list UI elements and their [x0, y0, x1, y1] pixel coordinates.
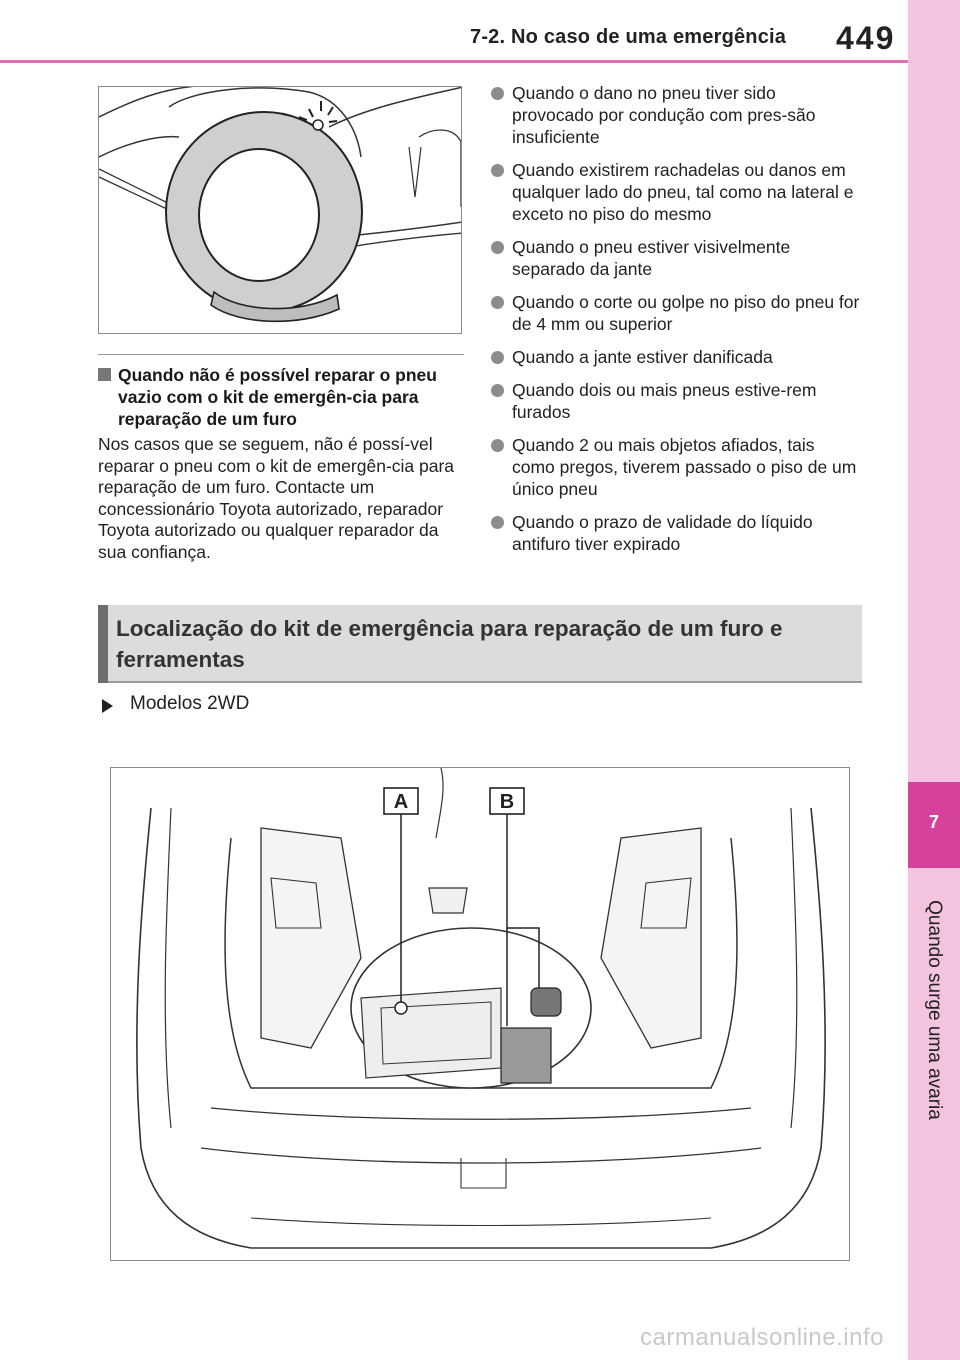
bullet-dot-icon	[491, 384, 504, 397]
list-item: Quando o corte ou golpe no piso do pneu …	[490, 291, 860, 335]
square-bullet-icon	[98, 368, 111, 381]
triangle-bullet-icon	[102, 699, 113, 713]
model-label-text: Modelos 2WD	[130, 693, 250, 714]
subheading: Quando não é possível reparar o pneu vaz…	[98, 364, 468, 430]
section-accent-bar	[98, 605, 108, 683]
model-label: Modelos 2WD	[102, 693, 249, 715]
bullet-dot-icon	[491, 351, 504, 364]
bullet-dot-icon	[491, 296, 504, 309]
callout-a-label: A	[394, 791, 408, 813]
trunk-drawing: A B	[136, 768, 826, 1249]
chapter-title: Quando surge uma avaria	[924, 900, 945, 1120]
conditions-list: Quando o dano no pneu tiver sido provoca…	[490, 82, 860, 566]
list-item: Quando o dano no pneu tiver sido provoca…	[490, 82, 860, 148]
divider	[98, 354, 464, 355]
header-rule	[0, 60, 908, 63]
tire-drawing	[99, 87, 461, 323]
chapter-number: 7	[928, 812, 939, 832]
list-item: Quando 2 ou mais objetos afiados, tais c…	[490, 434, 860, 500]
bullet-dot-icon	[491, 516, 504, 529]
list-item: Quando o prazo de validade do líquido an…	[490, 511, 860, 555]
section-title: 7-2. No caso de uma emergência	[470, 26, 787, 48]
watermark: carmanualsonline.info	[640, 1324, 884, 1351]
chapter-tab[interactable]: 7	[908, 782, 960, 868]
tire-illustration	[98, 86, 462, 334]
list-item: Quando a jante estiver danificada	[490, 346, 860, 368]
page-number: 449	[836, 20, 896, 56]
callout-b-box	[489, 787, 525, 815]
section-heading: Localização do kit de emergência para re…	[98, 605, 862, 683]
side-tab-strip	[908, 0, 960, 1360]
list-item: Quando o pneu estiver visivelmente separ…	[490, 236, 860, 280]
trunk-illustration: A B	[110, 767, 850, 1261]
list-item: Quando existirem rachadelas ou danos em …	[490, 159, 860, 225]
callout-a-box	[383, 787, 419, 815]
callout-b-label: B	[500, 791, 514, 813]
bullet-dot-icon	[491, 241, 504, 254]
subheading-text: Quando não é possível reparar o pneu vaz…	[118, 365, 437, 429]
bullet-dot-icon	[491, 87, 504, 100]
list-item: Quando dois ou mais pneus estive-rem fur…	[490, 379, 860, 423]
body-paragraph: Nos casos que se seguem, não é possí-vel…	[98, 434, 455, 562]
bullet-dot-icon	[491, 439, 504, 452]
bullet-dot-icon	[491, 164, 504, 177]
section-heading-text: Localização do kit de emergência para re…	[116, 616, 783, 672]
